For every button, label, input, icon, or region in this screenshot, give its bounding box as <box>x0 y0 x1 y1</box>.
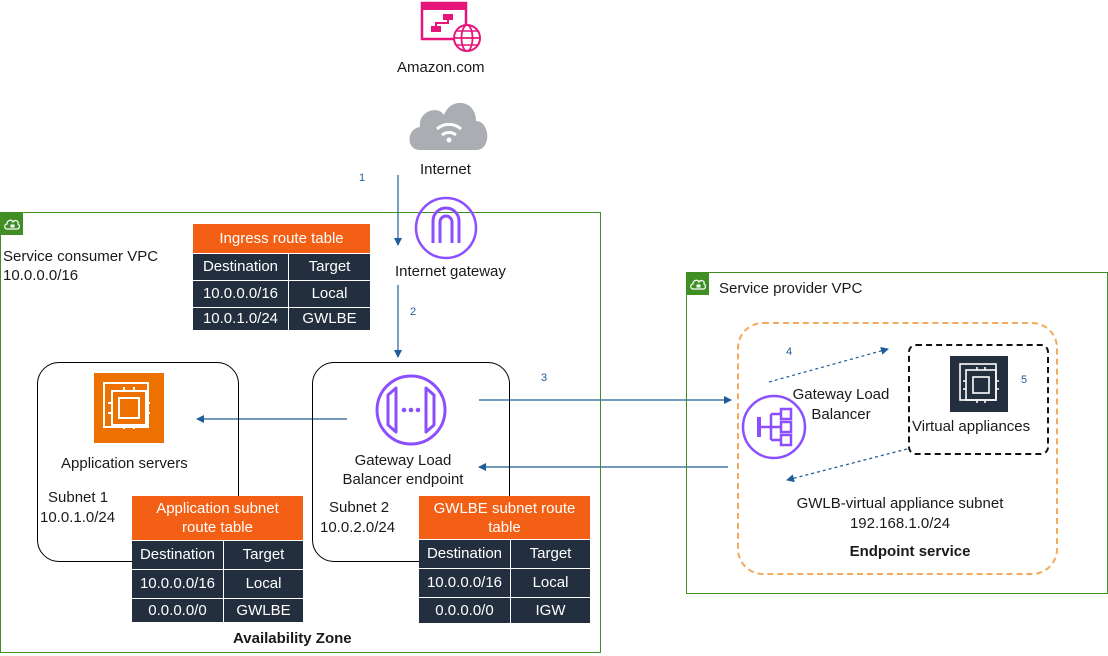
gwlbe-header-target: Target <box>511 539 590 568</box>
ingress-row2-destination: 10.0.1.0/24 <box>193 307 289 330</box>
internet-gateway-label: Internet gateway <box>395 263 506 280</box>
provider-vpc-name: Service provider VPC <box>719 280 863 297</box>
step-3-label: 3 <box>541 372 548 384</box>
application-row2-destination: 0.0.0.0/0 <box>132 598 224 622</box>
step-1-label: 1 <box>359 172 366 184</box>
application-servers-label: Application servers <box>61 455 188 472</box>
step-4-label: 4 <box>786 346 793 358</box>
vpc-cloud-lock-icon <box>687 273 709 295</box>
gwlbe-row2-target: IGW <box>511 597 590 623</box>
gwlbe-row2-destination: 0.0.0.0/0 <box>419 597 511 623</box>
virtual-appliances-label: Virtual appliances <box>912 418 1031 435</box>
subnet-1-name: Subnet 1 <box>48 489 109 506</box>
internet-cloud-icon <box>409 102 488 150</box>
ingress-route-table-title: Ingress route table <box>193 224 370 253</box>
ec2-appliance-icon <box>950 356 1008 412</box>
gwlb-subnet-cidr: 192.168.1.0/24 <box>849 515 951 532</box>
subnet-2-name: Subnet 2 <box>329 499 390 516</box>
endpoint-service-label: Endpoint service <box>849 543 971 560</box>
consumer-vpc-cidr: 10.0.0.0/16 <box>3 267 79 284</box>
application-header-target: Target <box>224 540 303 569</box>
gwlbe-row1-target: Local <box>511 568 590 597</box>
ingress-row1-destination: 10.0.0.0/16 <box>193 280 289 307</box>
arrow-appliance-return <box>786 448 908 483</box>
virtual-appliances-container <box>908 344 1049 455</box>
gwlb-endpoint-label-line1: Gateway Load <box>354 452 452 469</box>
amazon-label: Amazon.com <box>397 59 485 76</box>
application-row1-destination: 10.0.0.0/16 <box>132 569 224 598</box>
subnet-2-container <box>312 362 510 562</box>
endpoint-service-container <box>737 322 1058 575</box>
internet-label: Internet <box>420 161 471 178</box>
arrow-step-4 <box>768 347 889 383</box>
ingress-header-target: Target <box>289 253 370 280</box>
gwlbe-route-table-title-line2: table <box>488 519 521 536</box>
gateway-load-balancer-icon <box>741 394 807 460</box>
gwlbe-header-destination: Destination <box>419 539 511 568</box>
application-row1-target: Local <box>224 569 303 598</box>
application-route-table-title-line2: route table <box>182 519 253 536</box>
application-route-table-title-line1: Application subnet <box>156 500 279 517</box>
ingress-header-destination: Destination <box>193 253 289 280</box>
application-header-destination: Destination <box>132 540 224 569</box>
gwlb-label-line2: Balancer <box>811 406 871 423</box>
gwlbe-route-table-title-line1: GWLBE subnet route <box>433 500 576 517</box>
gwlb-label-line1: Gateway Load <box>792 386 890 403</box>
application-route-table: Application subnet route table Destinati… <box>132 496 303 622</box>
step-2-label: 2 <box>410 306 417 318</box>
application-row2-target: GWLBE <box>224 598 303 622</box>
ingress-row2-target: GWLBE <box>289 307 370 330</box>
availability-zone-label: Availability Zone <box>233 630 352 647</box>
gateway-load-balancer-endpoint-icon <box>375 374 447 446</box>
gwlb-subnet-name: GWLB-virtual appliance subnet <box>796 495 1004 512</box>
consumer-vpc-name: Service consumer VPC <box>3 248 159 265</box>
gwlbe-route-table: GWLBE subnet route table Destination Tar… <box>419 496 590 623</box>
ingress-route-table: Ingress route table Destination Target 1… <box>193 224 370 330</box>
website-icon <box>420 1 481 52</box>
gwlb-endpoint-label-line2: Balancer endpoint <box>342 471 464 488</box>
vpc-cloud-lock-icon <box>1 213 23 235</box>
gwlbe-route-table-title: GWLBE subnet route table <box>419 496 590 539</box>
step-5-label: 5 <box>1021 374 1028 386</box>
internet-gateway-icon <box>414 196 478 260</box>
gwlbe-row1-destination: 10.0.0.0/16 <box>419 568 511 597</box>
subnet-1-cidr: 10.0.1.0/24 <box>40 509 116 526</box>
application-route-table-title: Application subnet route table <box>132 496 303 540</box>
ingress-row1-target: Local <box>289 280 370 307</box>
ec2-instance-icon <box>94 373 164 443</box>
consumer-vpc-container <box>0 212 601 653</box>
subnet-2-cidr: 10.0.2.0/24 <box>320 519 396 536</box>
